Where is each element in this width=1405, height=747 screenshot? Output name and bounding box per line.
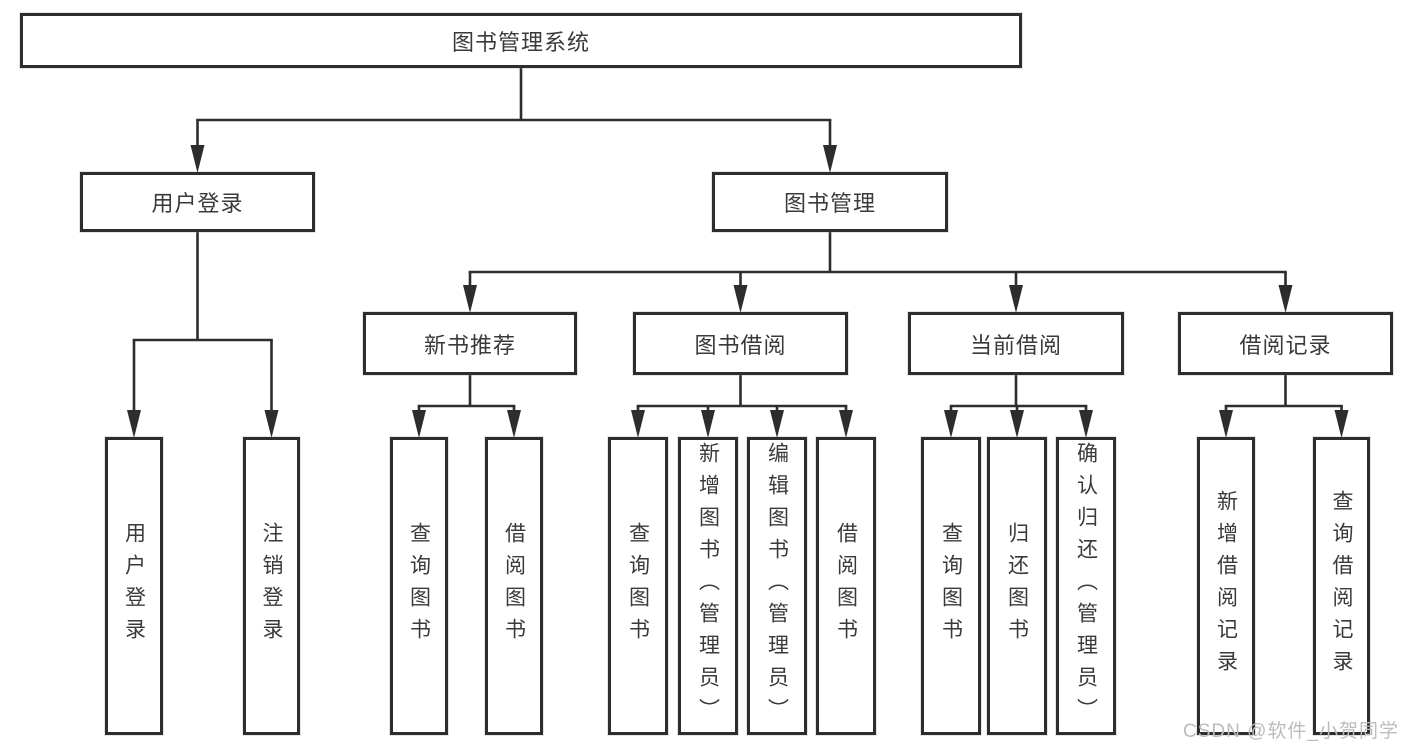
node-label: 注销登录 — [260, 522, 283, 650]
node-label: 新增借阅记录 — [1214, 490, 1238, 682]
node-book-borrow: 图书借阅 — [633, 312, 848, 375]
arrowhead-icon — [1278, 285, 1293, 313]
arrowhead-icon — [770, 410, 784, 438]
arrowhead-icon — [1010, 410, 1024, 438]
node-root: 图书管理系统 — [20, 13, 1022, 68]
node-label: 新增图书（管理员） — [696, 442, 720, 730]
arrowhead-icon — [463, 285, 477, 313]
node-leaf-br-add: 新增借阅记录 — [1197, 437, 1255, 735]
arrowhead-icon — [944, 410, 958, 438]
node-book-mgmt: 图书管理 — [712, 172, 948, 232]
arrowhead-icon — [631, 410, 645, 438]
arrowhead-icon — [823, 145, 837, 173]
arrowhead-icon — [190, 145, 205, 173]
node-leaf-bb-borrow: 借阅图书 — [816, 437, 876, 735]
node-new-book-rec: 新书推荐 — [363, 312, 577, 375]
node-label: 查询图书 — [939, 522, 963, 650]
node-label: 借阅图书 — [502, 522, 526, 650]
node-label: 借阅图书 — [834, 522, 858, 650]
arrowhead-icon — [1219, 410, 1233, 438]
arrowhead-icon — [127, 410, 141, 438]
arrowhead-icon — [1079, 410, 1093, 438]
watermark: CSDN @软件_小贺同学 — [1183, 721, 1399, 742]
node-leaf-nbr-query: 查询图书 — [390, 437, 448, 735]
node-leaf-cb-confirm: 确认归还（管理员） — [1056, 437, 1116, 735]
arrowhead-icon — [701, 410, 715, 438]
arrowhead-icon — [1009, 285, 1023, 313]
node-label: 确认归还（管理员） — [1074, 442, 1098, 730]
node-current-borrow: 当前借阅 — [908, 312, 1124, 375]
node-label: 新书推荐 — [423, 332, 516, 358]
node-leaf-br-query: 查询借阅记录 — [1313, 437, 1370, 735]
node-label: 查询图书 — [626, 522, 650, 650]
node-label: 查询借阅记录 — [1330, 490, 1353, 682]
node-leaf-cb-return: 归还图书 — [987, 437, 1047, 735]
node-leaf-nbr-borrow: 借阅图书 — [485, 437, 543, 735]
node-label: 归还图书 — [1005, 522, 1029, 650]
arrowhead-icon — [264, 410, 279, 438]
arrowhead-icon — [1334, 410, 1349, 438]
arrowhead-icon — [839, 410, 853, 438]
node-label: 借阅记录 — [1239, 332, 1332, 358]
node-label: 用户登录 — [122, 522, 146, 650]
node-borrow-records: 借阅记录 — [1178, 312, 1393, 375]
node-label: 当前借阅 — [969, 332, 1062, 358]
arrowhead-icon — [507, 410, 521, 438]
node-leaf-user-login: 用户登录 — [105, 437, 163, 735]
node-label: 图书管理系统 — [451, 29, 590, 55]
node-leaf-bb-query: 查询图书 — [608, 437, 668, 735]
node-label: 图书管理 — [783, 191, 876, 216]
node-leaf-logout: 注销登录 — [243, 437, 300, 735]
arrowhead-icon — [412, 410, 426, 438]
node-label: 用户登录 — [151, 191, 244, 216]
node-label: 查询图书 — [407, 522, 431, 650]
node-user-login: 用户登录 — [80, 172, 315, 232]
node-label: 图书借阅 — [694, 332, 787, 358]
arrowhead-icon — [733, 285, 748, 313]
node-leaf-bb-add: 新增图书（管理员） — [678, 437, 738, 735]
node-leaf-bb-edit: 编辑图书（管理员） — [747, 437, 807, 735]
node-leaf-cb-query: 查询图书 — [921, 437, 981, 735]
node-label: 编辑图书（管理员） — [765, 442, 789, 730]
